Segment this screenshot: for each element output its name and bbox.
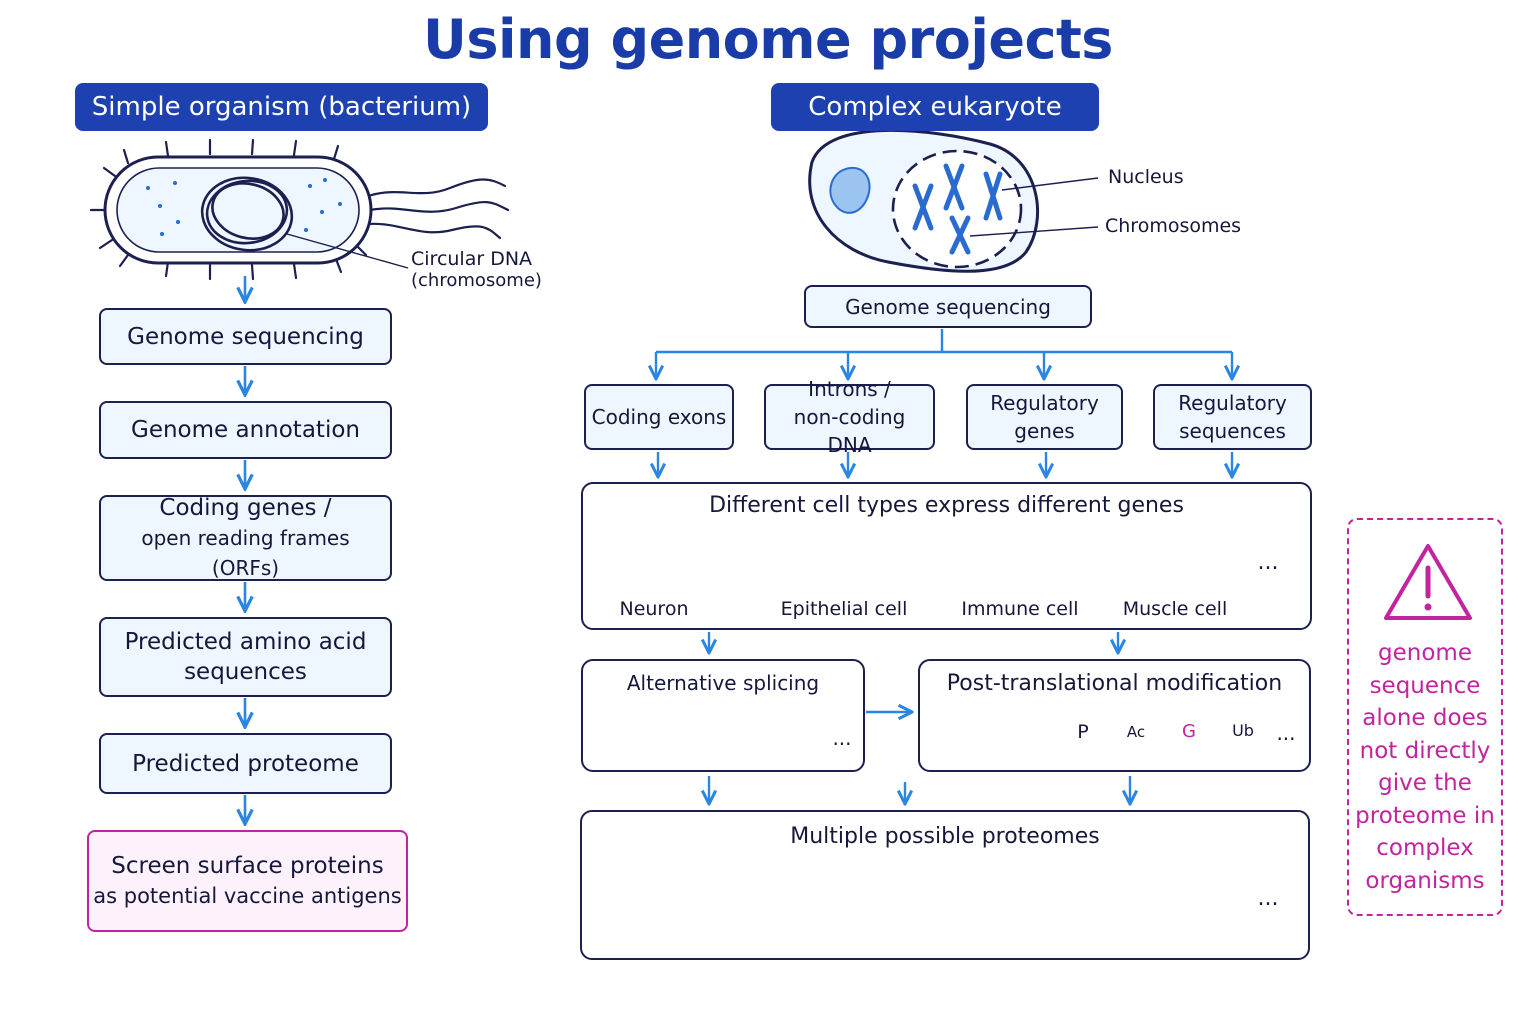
- proteomes-more: ...: [1257, 886, 1279, 911]
- genome-annotation-label: Genome annotation: [131, 417, 360, 443]
- regulatory-genes-label-line-1: Regulatory: [990, 391, 1099, 415]
- multiple-proteomes-title: Multiple possible proteomes: [790, 824, 1100, 849]
- right-flow-arrows: [656, 352, 1232, 804]
- ptm-title: Post-translational modification: [946, 671, 1283, 696]
- multiple-proteomes-panel: Multiple possible proteomes: [580, 810, 1310, 960]
- warning-text: genome sequence alone does not directly …: [1349, 637, 1501, 897]
- glycosylation-label: G: [1182, 721, 1196, 742]
- muscle-cell-label: Muscle cell: [1122, 598, 1228, 620]
- coding-genes-label-line-2: open reading frames (ORFs): [141, 526, 350, 580]
- cell-types-panel: Different cell types express different g…: [581, 482, 1312, 630]
- neuron-label: Neuron: [619, 598, 689, 620]
- warning-line-4: not directly: [1359, 737, 1491, 764]
- cell-types-more: ...: [1257, 550, 1279, 575]
- warning-line-3: alone does: [1362, 705, 1488, 731]
- ubiquitination-label: Ub: [1232, 721, 1254, 740]
- phosphorylation-label: P: [1077, 721, 1089, 743]
- coding-exons-box: Coding exons: [584, 384, 734, 450]
- right-flow-connectors: [656, 329, 1232, 354]
- acetylation-label: Ac: [1126, 723, 1146, 741]
- circular-dna-label: Circular DNA (chromosome): [411, 248, 542, 292]
- alternative-splicing-panel: Alternative splicing: [581, 659, 865, 772]
- introns-label-line-1: Introns /: [808, 377, 891, 401]
- screen-surface-proteins-line-1: Screen surface proteins: [111, 853, 384, 879]
- page-title: Using genome projects: [423, 8, 1113, 71]
- circular-dna-label-line-1: Circular DNA: [411, 248, 533, 270]
- regulatory-sequences-box: Regulatory sequences: [1153, 384, 1312, 450]
- introns-box: Introns / non-coding DNA: [764, 377, 935, 457]
- screen-surface-proteins-line-2: as potential vaccine antigens: [93, 884, 402, 908]
- regulatory-sequences-label-line-1: Regulatory: [1178, 391, 1287, 415]
- splicing-more: ...: [832, 726, 852, 750]
- coding-genes-box: Coding genes / open reading frames (ORFs…: [99, 495, 392, 581]
- left-genome-sequencing-box: Genome sequencing: [99, 308, 392, 365]
- nucleus-label: Nucleus: [1108, 166, 1184, 188]
- predicted-amino-acid-label-line-1: Predicted amino acid: [124, 629, 367, 655]
- ptm-panel: Post-translational modification: [918, 659, 1311, 772]
- predicted-amino-acid-box: Predicted amino acid sequences: [99, 617, 392, 697]
- left-column-header: Simple organism (bacterium): [75, 83, 488, 131]
- epithelial-cell-label: Epithelial cell: [780, 598, 908, 620]
- introns-label-line-2: non-coding DNA: [793, 405, 906, 457]
- regulatory-sequences-label-line-2: sequences: [1179, 419, 1286, 443]
- regulatory-genes-box: Regulatory genes: [966, 384, 1123, 450]
- warning-line-1: genome: [1378, 640, 1472, 666]
- predicted-proteome-box: Predicted proteome: [99, 733, 392, 794]
- cell-types-title: Different cell types express different g…: [709, 493, 1184, 518]
- bacterium-illustration: [89, 138, 510, 281]
- warning-line-8: organisms: [1365, 867, 1485, 894]
- coding-exons-label: Coding exons: [591, 405, 727, 429]
- genome-annotation-box: Genome annotation: [99, 401, 392, 459]
- warning-callout: genome sequence alone does not directly …: [1347, 518, 1503, 916]
- predicted-proteome-label: Predicted proteome: [132, 750, 359, 777]
- warning-icon: [1384, 544, 1472, 620]
- right-genome-sequencing-label: Genome sequencing: [845, 294, 1051, 319]
- circular-dna-label-line-2: (chromosome): [411, 270, 542, 291]
- ptm-more: ...: [1276, 721, 1296, 745]
- screen-surface-proteins-box: Screen surface proteins as potential vac…: [87, 830, 408, 932]
- warning-line-2: sequence: [1369, 672, 1481, 699]
- regulatory-genes-label-line-2: genes: [1014, 419, 1075, 443]
- warning-line-6: proteome in: [1355, 802, 1495, 829]
- chromosomes-label: Chromosomes: [1105, 215, 1242, 237]
- eukaryotic-cell-illustration: [808, 128, 1099, 273]
- predicted-amino-acid-label-line-2: sequences: [184, 659, 307, 685]
- alternative-splicing-title: Alternative splicing: [626, 671, 820, 695]
- right-column-header: Complex eukaryote: [771, 83, 1099, 131]
- right-genome-sequencing-box: Genome sequencing: [804, 285, 1092, 328]
- warning-line-7: complex: [1376, 835, 1474, 861]
- left-genome-sequencing-label: Genome sequencing: [127, 323, 364, 350]
- warning-line-5: give the: [1378, 770, 1472, 796]
- coding-genes-label-line-1: Coding genes /: [159, 495, 332, 521]
- immune-cell-label: Immune cell: [961, 598, 1079, 620]
